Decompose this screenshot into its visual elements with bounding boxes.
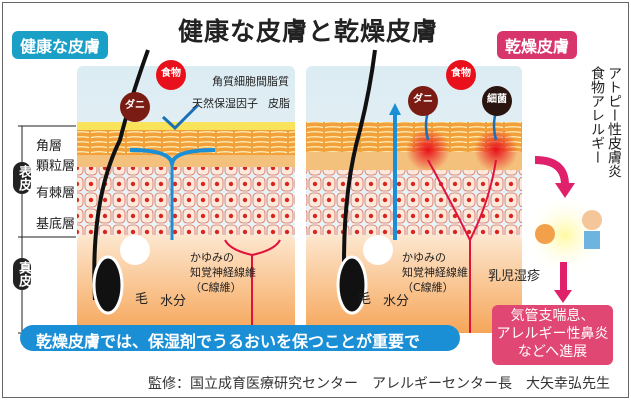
nerve-label-dry: かゆみの知覚神経線維（C線維） [402,251,468,294]
atopic-dermatitis-label: アトピー性皮膚炎 [606,66,622,178]
intercellular-lipids-label: 角質細胞間脂質 [212,75,289,88]
food-burst: 食物 [156,60,186,90]
mite-burst-dry: ダニ [408,86,438,116]
child-illustration [582,210,602,230]
healthy-skin-panel [77,49,295,333]
credit: 監修：国立成育医療研究センター アレルギーセンター長 大矢幸弘先生 [148,376,610,392]
epidermis-label: 表皮 [13,162,31,194]
infant-eczema-label: 乳児湿疹 [488,269,541,284]
nmf-label: 天然保湿因子 [192,97,258,110]
nerve-label: かゆみの知覚神経線維（C線維） [190,251,256,294]
hair-label: 毛 [135,292,149,307]
food-burst-dry: 食物 [446,60,476,90]
layer-basal: 基底層 [36,217,76,232]
water-label: 水分 [160,294,187,309]
layer-spinous: 有棘層 [36,186,76,201]
infant-illustration [535,224,555,244]
dermis-label: 真皮 [13,258,31,290]
sebum-label: 皮脂 [268,97,290,110]
bacteria-burst: 細菌 [482,86,512,116]
layer-granular: 顆粒層 [36,159,76,174]
layer-stratum-corneum: 角層 [36,139,63,154]
healthy-skin-tag: 健康な皮膚 [12,31,109,59]
hair-label-dry: 毛 [358,292,372,307]
mite-burst: ダニ [120,92,150,122]
dry-skin-tag: 乾燥皮膚 [497,31,578,59]
progression-arrows [525,156,605,303]
progression-box: 気管支喘息、アレルギー性鼻炎などへ進展 [492,305,613,365]
page-title: 健康な皮膚と乾燥皮膚 [178,17,439,46]
water-label-dry: 水分 [383,294,410,309]
dry-skin-panel [306,49,522,333]
moisturize-message: 乾燥皮膚では、保湿剤でうるおいを保つことが重要です。 [20,325,460,375]
food-allergy-label: 食物アレルギー [589,66,605,164]
